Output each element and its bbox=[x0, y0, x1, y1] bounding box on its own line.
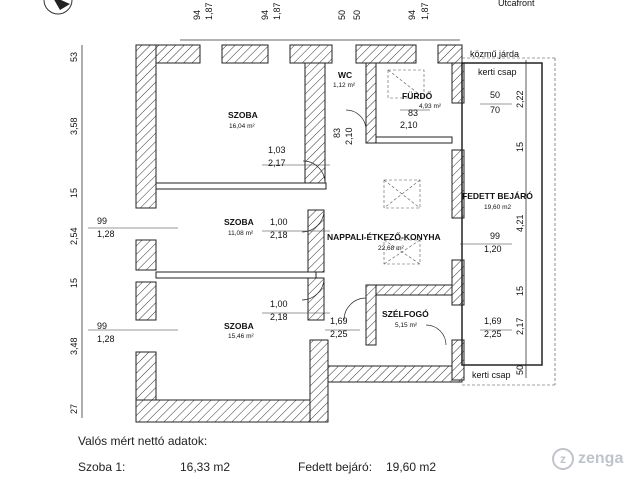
svg-text:15: 15 bbox=[69, 278, 79, 288]
svg-text:1,20: 1,20 bbox=[484, 244, 502, 254]
svg-text:WC: WC bbox=[338, 70, 352, 80]
svg-text:SZOBA: SZOBA bbox=[224, 321, 254, 331]
svg-text:SZOBA: SZOBA bbox=[228, 110, 258, 120]
zenga-watermark-text: zenga bbox=[578, 450, 624, 468]
zenga-logo-icon: z bbox=[552, 448, 574, 470]
summary-heading: Valós mért nettó adatok: bbox=[78, 434, 208, 448]
svg-text:15,46 m²: 15,46 m² bbox=[228, 333, 254, 340]
svg-text:2,18: 2,18 bbox=[270, 312, 288, 322]
svg-text:2,25: 2,25 bbox=[330, 329, 348, 339]
svg-text:2,25: 2,25 bbox=[484, 329, 502, 339]
svg-text:1,03: 1,03 bbox=[268, 145, 286, 155]
svg-text:FEDETT BEJÁRÓ: FEDETT BEJÁRÓ bbox=[462, 190, 533, 201]
svg-text:SZOBA: SZOBA bbox=[224, 217, 254, 227]
kozmu-jarda-label: közmű járda bbox=[470, 49, 519, 59]
svg-text:94: 94 bbox=[407, 10, 417, 20]
svg-text:1,00: 1,00 bbox=[270, 299, 288, 309]
svg-text:5,15 m²: 5,15 m² bbox=[395, 322, 418, 329]
svg-text:15: 15 bbox=[515, 286, 525, 296]
svg-text:94: 94 bbox=[192, 10, 202, 20]
svg-text:2,17: 2,17 bbox=[515, 317, 525, 335]
svg-text:NAPPALI-ÉTKEZŐ-KONYHA: NAPPALI-ÉTKEZŐ-KONYHA bbox=[327, 231, 441, 242]
svg-text:19,60 m2: 19,60 m2 bbox=[484, 204, 511, 211]
right-dimensions: 2,22 15 4,21 15 2,17 50 bbox=[515, 90, 525, 375]
svg-text:2,17: 2,17 bbox=[268, 158, 286, 168]
svg-text:50: 50 bbox=[337, 10, 347, 20]
room-label-bejaro: FEDETT BEJÁRÓ 19,60 m2 bbox=[462, 190, 533, 211]
room-label-szelfogo: SZÉLFOGÓ 5,15 m² bbox=[382, 308, 429, 329]
svg-text:1,28: 1,28 bbox=[97, 334, 115, 344]
room-label-szoba1: SZOBA 16,04 m² bbox=[228, 110, 258, 130]
room-label-szoba2: SZOBA 11,08 m² bbox=[224, 217, 254, 237]
walls bbox=[135, 44, 465, 423]
svg-text:2,10: 2,10 bbox=[344, 127, 354, 145]
svg-text:1,87: 1,87 bbox=[272, 2, 282, 20]
svg-text:2,22: 2,22 bbox=[515, 90, 525, 108]
svg-text:94: 94 bbox=[260, 10, 270, 20]
kerti-csap-bottom-label: kerti csap bbox=[472, 370, 511, 380]
kitchen-fixtures bbox=[383, 69, 425, 265]
covered-entrance-outline bbox=[461, 62, 543, 366]
room-label-nappali: NAPPALI-ÉTKEZŐ-KONYHA 22,68 m² bbox=[327, 231, 441, 252]
svg-text:1,69: 1,69 bbox=[484, 316, 502, 326]
svg-text:3,48: 3,48 bbox=[69, 337, 79, 355]
svg-text:50: 50 bbox=[515, 365, 525, 375]
svg-text:1,00: 1,00 bbox=[270, 217, 288, 227]
svg-text:99: 99 bbox=[490, 231, 500, 241]
svg-text:99: 99 bbox=[97, 321, 107, 331]
north-arrow-icon bbox=[43, 0, 73, 15]
svg-text:2,54: 2,54 bbox=[69, 227, 79, 245]
left-dimensions: 53 3,58 15 2,54 15 3,48 27 bbox=[69, 52, 79, 414]
kerti-csap-top-label: kerti csap bbox=[478, 67, 517, 77]
room-label-wc: WC 1,12 m² bbox=[333, 70, 356, 89]
svg-text:22,68 m²: 22,68 m² bbox=[378, 245, 404, 252]
street-label: Utcafront bbox=[498, 0, 535, 8]
svg-text:83: 83 bbox=[408, 108, 418, 118]
opening-dimensions: 99 1,28 99 1,28 1,03 2,17 1,00 2,18 1,00… bbox=[97, 90, 502, 344]
svg-text:1,87: 1,87 bbox=[420, 2, 430, 20]
svg-text:15: 15 bbox=[69, 188, 79, 198]
svg-text:53: 53 bbox=[69, 52, 79, 62]
svg-text:SZÉLFOGÓ: SZÉLFOGÓ bbox=[382, 308, 429, 319]
top-dimensions: 94 1,87 94 1,87 50 50 94 1,87 bbox=[192, 2, 430, 20]
svg-text:4,93 m²: 4,93 m² bbox=[419, 103, 442, 110]
svg-text:15: 15 bbox=[515, 142, 525, 152]
svg-text:4,21: 4,21 bbox=[515, 214, 525, 232]
svg-text:FÜRDŐ: FÜRDŐ bbox=[402, 90, 433, 101]
summary-row1-label: Szoba 1: bbox=[78, 460, 126, 474]
room-label-szoba3: SZOBA 15,46 m² bbox=[224, 321, 254, 340]
summary-row1b-value: 19,60 m2 bbox=[386, 460, 437, 474]
svg-text:70: 70 bbox=[490, 105, 500, 115]
svg-text:50: 50 bbox=[490, 90, 500, 100]
summary-row1-value: 16,33 m2 bbox=[180, 460, 231, 474]
svg-text:27: 27 bbox=[69, 404, 79, 414]
svg-text:1,12 m²: 1,12 m² bbox=[333, 82, 356, 89]
svg-text:1,87: 1,87 bbox=[204, 2, 214, 20]
summary-row1b-label: Fedett bejáró: bbox=[298, 460, 373, 474]
floor-plan: Utcafront 94 1,87 94 1,87 50 50 94 1,87 … bbox=[43, 0, 556, 423]
svg-text:3,58: 3,58 bbox=[69, 117, 79, 135]
door-swings bbox=[301, 109, 447, 346]
svg-text:50: 50 bbox=[352, 10, 362, 20]
svg-text:2,18: 2,18 bbox=[270, 230, 288, 240]
svg-text:83: 83 bbox=[332, 128, 342, 138]
svg-text:2,10: 2,10 bbox=[400, 120, 418, 130]
svg-text:1,69: 1,69 bbox=[330, 316, 348, 326]
svg-text:1,28: 1,28 bbox=[97, 229, 115, 239]
svg-text:99: 99 bbox=[97, 216, 107, 226]
svg-text:11,08 m²: 11,08 m² bbox=[228, 230, 254, 237]
room-label-furdo: FÜRDŐ 4,93 m² bbox=[402, 90, 442, 110]
svg-text:16,04 m²: 16,04 m² bbox=[229, 123, 255, 130]
